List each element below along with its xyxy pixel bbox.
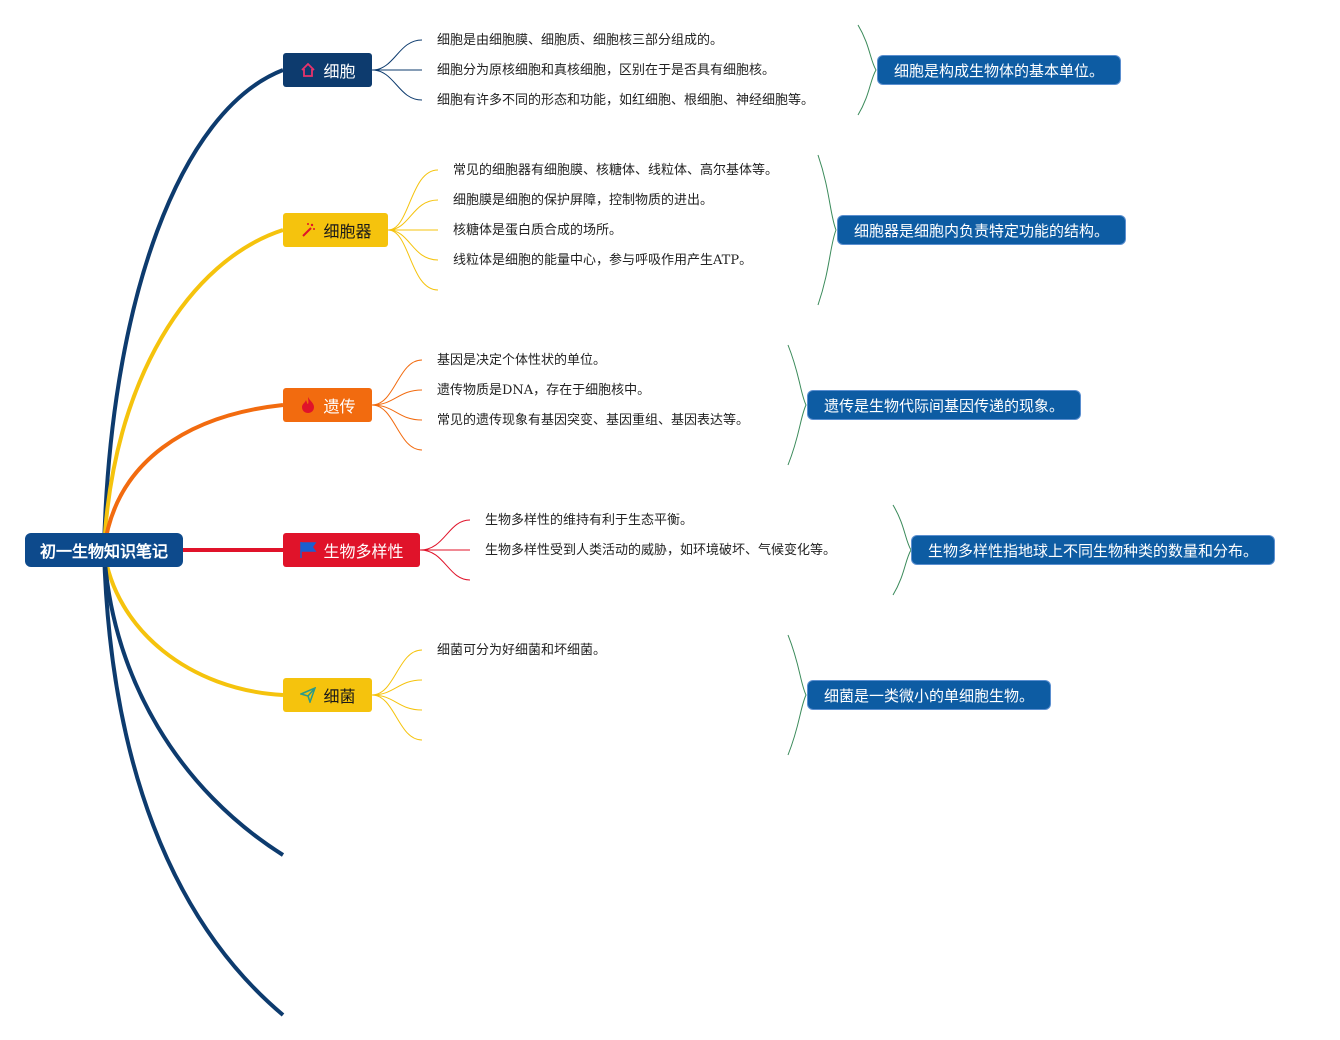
sub-lines-biodiversity — [419, 519, 471, 581]
branch-line-cell — [102, 68, 284, 551]
leaf-bacteria-1[interactable]: 细菌可分为好细菌和坏细菌。 — [437, 643, 607, 658]
sub-lines-heredity — [371, 359, 423, 451]
sub-lines-cell — [371, 39, 423, 101]
leaf-organelle-2[interactable]: 细胞膜是细胞的保护屏障，控制物质的进出。 — [453, 193, 714, 208]
topic-label: 细胞器 — [323, 222, 372, 241]
sub-lines-organelle — [387, 169, 439, 291]
summary-bacteria[interactable]: 细菌是一类微小的单细胞生物。 — [808, 681, 1051, 709]
topic-heredity[interactable]: 遗传 — [283, 388, 372, 422]
topic-biodiversity[interactable]: 生物多样性 — [283, 533, 420, 567]
branch-line-empty-1 — [102, 549, 285, 857]
branch-line-bacteria — [102, 549, 284, 697]
root-label: 初一生物知识笔记 — [39, 542, 168, 561]
topic-bacteria[interactable]: 细菌 — [283, 678, 372, 712]
branch-line-heredity — [102, 403, 284, 551]
topic-cell[interactable]: 细胞 — [283, 53, 372, 87]
topic-label: 遗传 — [323, 397, 356, 416]
leaf-organelle-1[interactable]: 常见的细胞器有细胞膜、核糖体、线粒体、高尔基体等。 — [453, 163, 779, 178]
flag-icon — [299, 541, 317, 559]
leaf-biodiversity-2[interactable]: 生物多样性受到人类活动的威胁，如环境破坏、气候变化等。 — [485, 543, 837, 558]
leaf-biodiversity-1[interactable]: 生物多样性的维持有利于生态平衡。 — [485, 513, 694, 528]
leaf-cell-2[interactable]: 细胞分为原核细胞和真核细胞，区别在于是否具有细胞核。 — [437, 63, 776, 78]
summary-cell[interactable]: 细胞是构成生物体的基本单位。 — [878, 56, 1121, 84]
leaf-heredity-2[interactable]: 遗传物质是DNA，存在于细胞核中。 — [437, 383, 651, 398]
sub-lines-bacteria — [371, 649, 423, 741]
branch-line-organelle — [102, 228, 284, 551]
leaf-organelle-4[interactable]: 线粒体是细胞的能量中心，参与呼吸作用产生ATP。 — [453, 253, 753, 268]
summary-organelle[interactable]: 细胞器是细胞内负责特定功能的结构。 — [838, 216, 1126, 244]
leaf-organelle-3[interactable]: 核糖体是蛋白质合成的场所。 — [453, 223, 623, 238]
summary-heredity[interactable]: 遗传是生物代际间基因传递的现象。 — [808, 391, 1081, 419]
root-node[interactable]: 初一生物知识笔记 — [25, 533, 183, 567]
house-icon — [299, 61, 317, 79]
topic-label: 生物多样性 — [323, 542, 404, 561]
topic-label: 细菌 — [323, 687, 356, 706]
flame-icon — [299, 396, 317, 414]
topic-label: 细胞 — [323, 62, 356, 81]
leaf-cell-1[interactable]: 细胞是由细胞膜、细胞质、细胞核三部分组成的。 — [437, 33, 724, 48]
branch-line-empty-2 — [102, 549, 285, 1017]
magic-wand-icon — [299, 221, 317, 239]
paper-plane-icon — [299, 686, 317, 704]
leaf-heredity-1[interactable]: 基因是决定个体性状的单位。 — [437, 353, 607, 368]
summary-biodiversity[interactable]: 生物多样性指地球上不同生物种类的数量和分布。 — [912, 536, 1275, 564]
leaf-cell-3[interactable]: 细胞有许多不同的形态和功能，如红细胞、根细胞、神经细胞等。 — [437, 93, 815, 108]
summary-brackets — [787, 24, 912, 756]
topic-organelle[interactable]: 细胞器 — [283, 213, 388, 247]
leaf-heredity-3[interactable]: 常见的遗传现象有基因突变、基因重组、基因表达等。 — [437, 413, 750, 428]
